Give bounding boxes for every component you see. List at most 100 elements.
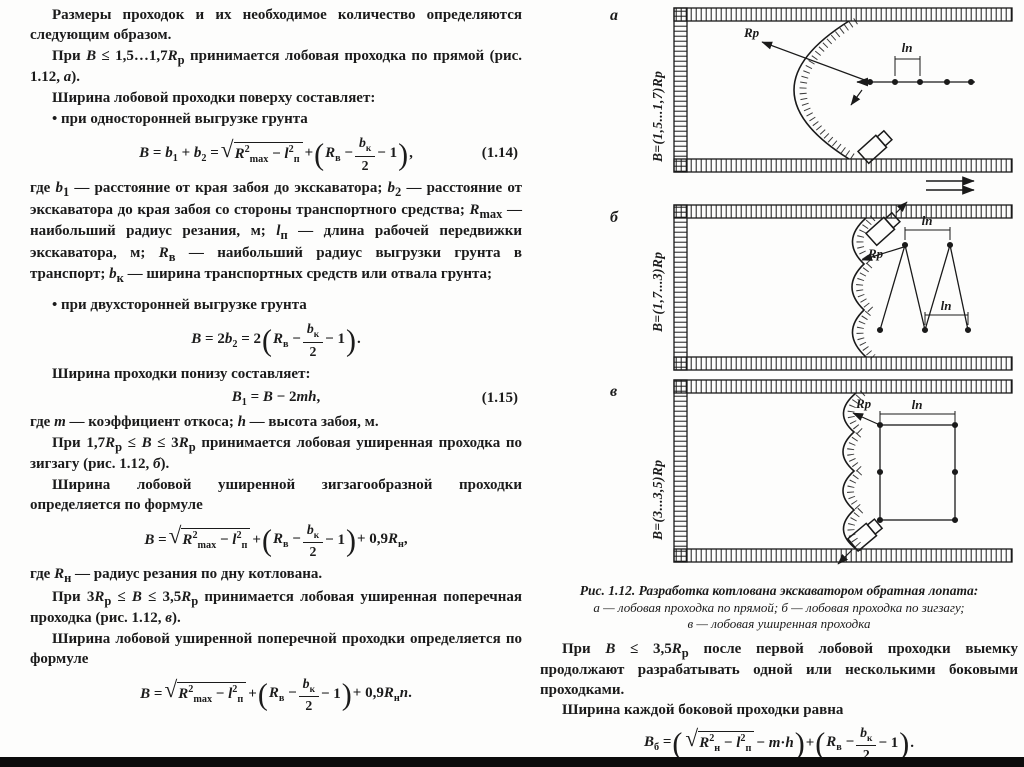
figure-caption-line1: а — лобовая проходка по прямой; б — лобо… [593,599,965,615]
paragraph-side-width: Ширина каждой боковой проходки равна [562,702,844,719]
close-paren: ) [341,677,352,712]
formula-text: + [248,685,257,702]
bullet-one-sided: • при односторонней выгрузке грунта [52,110,308,127]
figure-caption: Рис. 1.12. Разработка котлована экскават… [540,582,1018,633]
lp-dimension [894,56,921,76]
formula-text: − m·h [756,734,794,751]
formula-text: − 1 [325,531,345,548]
paragraph-zigzag-pass: При 1,7Rр ≤ B ≤ 3Rр принимается лобовая … [30,434,523,473]
formula-text: − 1 [320,685,341,702]
formula-text: . [356,331,361,348]
formula-text: − 1 [878,734,899,751]
formula-text: − 1 [325,331,345,348]
formula-body: B1 = B − 2mh, [232,388,321,409]
where-clause-3: где Rн — радиус резания по дну котлована… [30,566,323,586]
sqrt-expression: √R2max − l2п [220,137,303,166]
trench-border [673,379,1013,563]
formula-text: B1 = B − 2mh, [231,389,321,409]
figure-diagram-a: а B=(1,5...1,7)Rр lп Rр [610,7,1013,195]
scan-edge-bar [0,757,1024,767]
formula-text: B = 2b2 = 2 [191,330,261,350]
lp-dimension-top [904,227,951,240]
numerator: bк [298,676,319,698]
trench-border [673,204,1013,371]
denominator: 2 [305,698,313,714]
open-paren: ( [672,726,683,761]
numerator: bк [354,135,376,157]
formula-text: Rв − [325,144,353,164]
width-range-label-a: B=(1,5...1,7)Rр [650,71,665,163]
figure-caption-line2: в — лобовая уширенная проходка [687,616,871,632]
denominator: 2 [862,747,870,763]
formula-text: Bб = [644,733,672,753]
excavation-face-scallops [842,392,857,550]
face-hatching [856,215,876,360]
formula-text: + 0,9Rнn. [352,684,412,704]
formula-text: B = [144,531,167,548]
formula-text: + [252,531,261,548]
formula-text: Rв − [273,330,301,350]
excavation-face-arc [793,20,850,160]
radical-sign: √ [220,137,234,164]
open-paren: ( [257,677,268,712]
equation-number: (1.15) [481,390,518,407]
formula-text: Rв − [272,530,301,550]
numerator: bк [302,522,324,543]
truck-icon [856,129,893,165]
truck-icon [846,518,884,553]
close-paren: ) [345,323,356,358]
rp-label: Rр [867,246,884,261]
rp-label: Rр [743,25,760,40]
paragraph-side-passes: При B ≤ 3,5Rр после первой лобовой прохо… [540,641,1018,698]
sqrt-expression: √R2max − l2п [169,525,251,552]
face-hatching [799,18,858,162]
formula-text: B = b1 + b2 = [139,144,219,164]
diagram-letter-v: в [610,383,617,400]
unload-arrow [895,201,908,214]
excavator-axis [856,77,975,87]
formula-text: + [805,734,815,751]
formula-text: Rв − [826,733,855,753]
formula-text: − 1 [377,145,398,162]
left-column: Размеры проходок и их необходимое количе… [30,6,522,719]
paragraph-width-top: Ширина лобовой проходки поверху составля… [52,89,376,106]
denominator: 2 [361,157,369,173]
rp-radius-line [861,245,908,261]
radicand: R2max − l2п [181,528,251,552]
open-paren: ( [314,137,325,172]
radical-sign: √ [164,677,178,704]
lp-label: lп [902,40,913,55]
open-paren: ( [262,323,272,358]
unload-arrow [850,89,863,106]
radical-sign: √ [685,726,699,753]
unload-arrow [837,549,853,565]
formula-text: Rв − [268,684,297,704]
close-paren: ) [345,523,356,558]
direction-arrows [926,176,975,195]
radicand: R2н − l2п [698,731,755,755]
paragraph-cross-width: Ширина лобовой уширенной поперечной прох… [30,631,522,667]
bullet-two-sided: • при двухсторонней выгрузке грунта [52,296,307,313]
figure-diagram-b: б B=(1,7...3)Rр Rр lп lп [610,201,1013,371]
numerator: bк [856,725,877,747]
sqrt-expression: √R2н − l2п [685,726,755,755]
close-paren: ) [794,726,805,761]
diagram-letter-b: б [610,209,619,226]
lp-label-top: lп [922,213,933,228]
where-clause-2: где m — коэффициент откоса; h — высота з… [30,413,379,430]
formula-text: + [304,145,314,162]
paragraph-width-bottom: Ширина проходки понизу составляет: [52,366,311,383]
